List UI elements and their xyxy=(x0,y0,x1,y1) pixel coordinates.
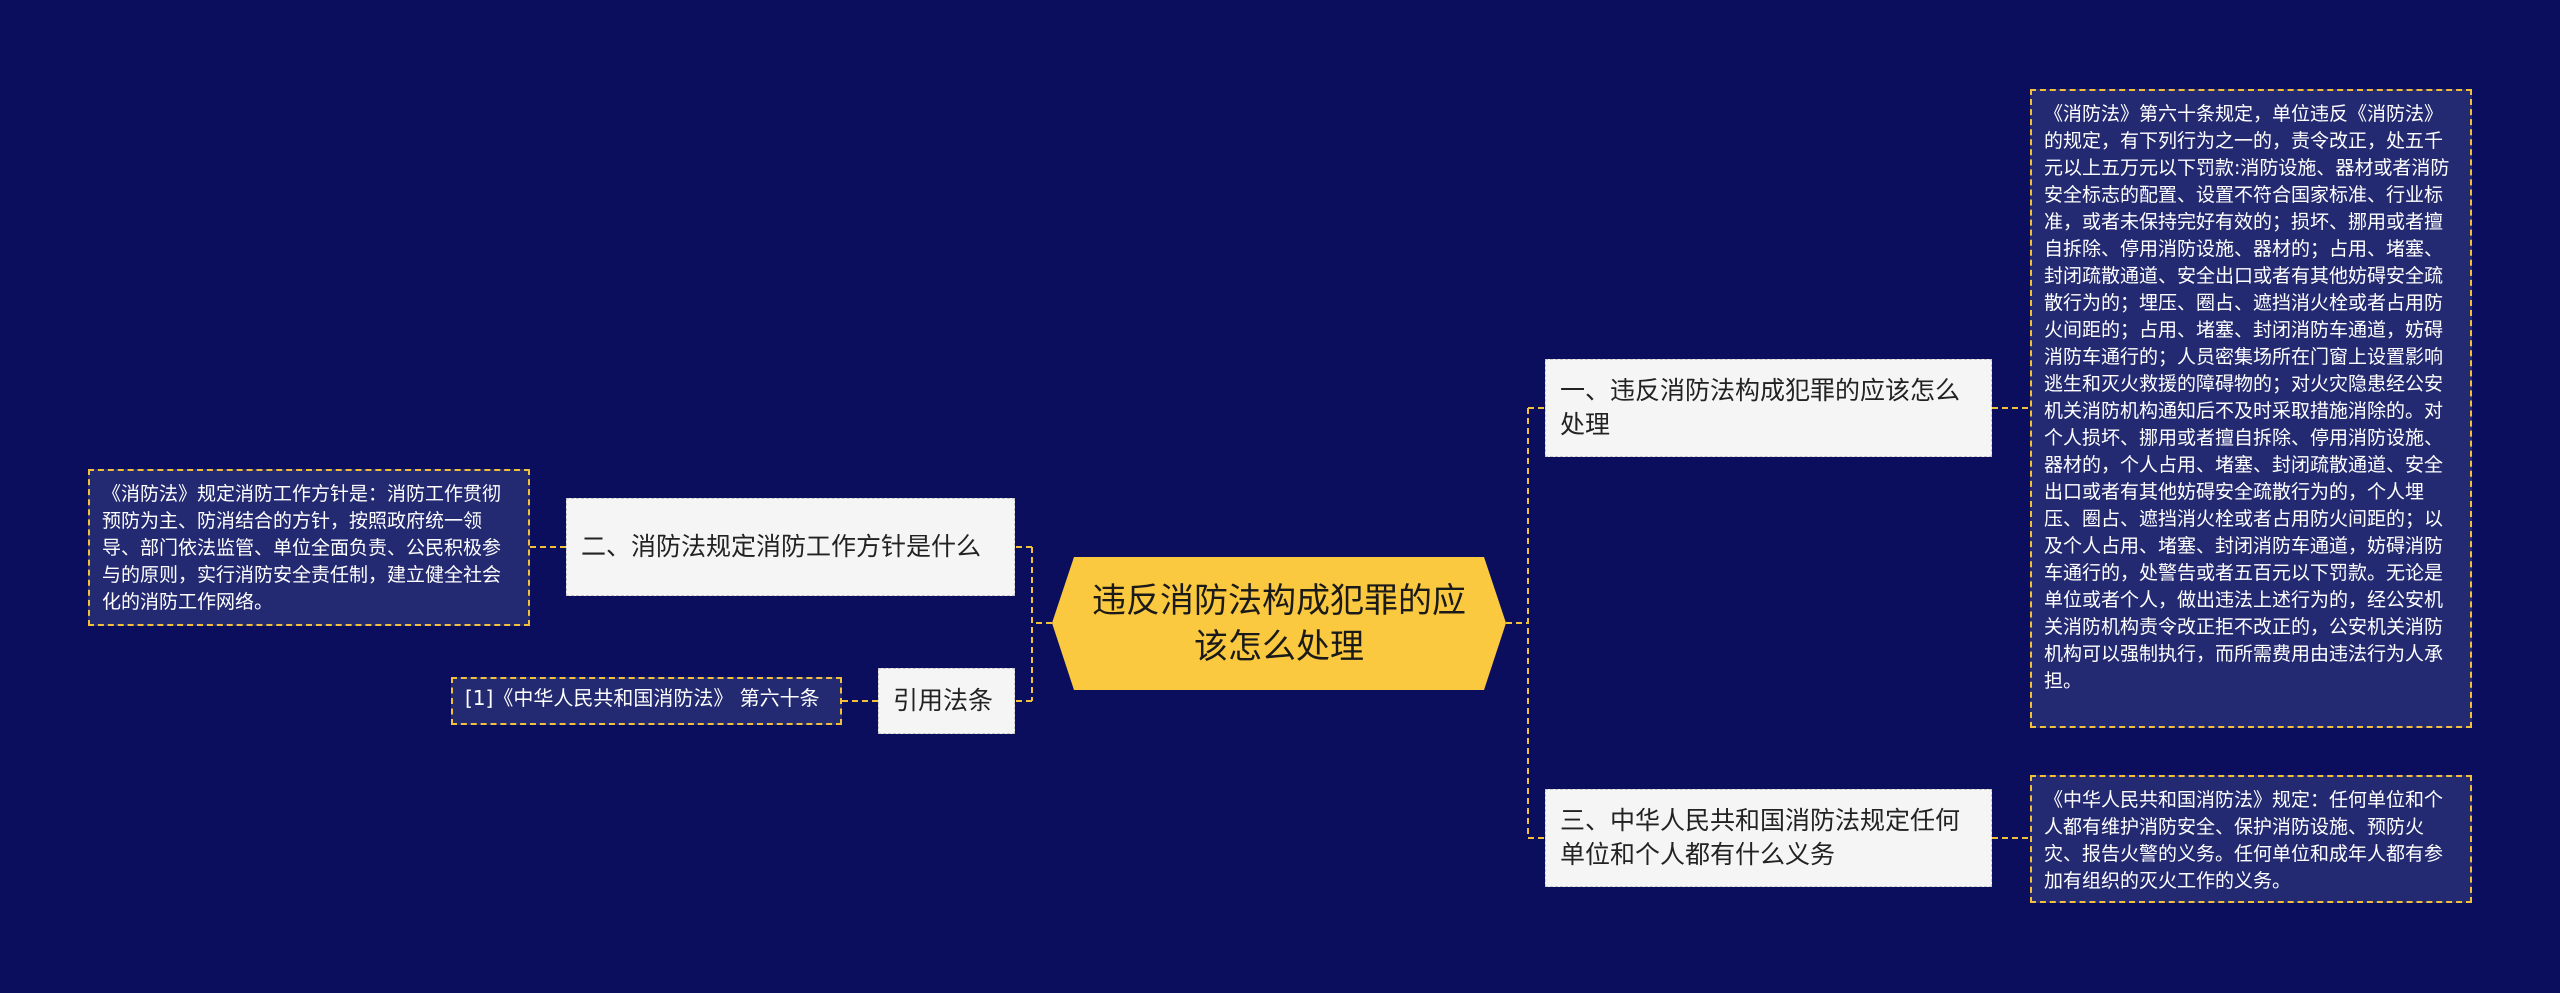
leaf-3-obligation-details[interactable]: 《中华人民共和国消防法》规定：任何单位和个人都有维护消防安全、保护消防设施、预防… xyxy=(2030,775,2472,903)
topic-2-policy[interactable]: 二、消防法规定消防工作方针是什么 xyxy=(566,498,1015,596)
leaf-1-article-60-details[interactable]: 《消防法》第六十条规定，单位违反《消防法》的规定，有下列行为之一的，责令改正，处… xyxy=(2030,89,2472,728)
leaf-2-policy-details[interactable]: 《消防法》规定消防工作方针是：消防工作贯彻预防为主、防消结合的方针，按照政府统一… xyxy=(88,469,530,626)
leaf-1-text: 《消防法》第六十条规定，单位违反《消防法》的规定，有下列行为之一的，责令改正，处… xyxy=(2044,103,2450,692)
topic-3-label: 三、中华人民共和国消防法规定任何单位和个人都有什么义务 xyxy=(1560,806,1961,869)
topic-4-label: 引用法条 xyxy=(893,686,994,715)
topic-2-label: 二、消防法规定消防工作方针是什么 xyxy=(581,532,982,561)
central-topic[interactable]: 违反消防法构成犯罪的应该怎么处理 xyxy=(1052,557,1506,690)
leaf-4-text: [1]《中华人民共和国消防法》 第六十条 xyxy=(465,686,820,710)
topic-4-citation[interactable]: 引用法条 xyxy=(878,668,1015,734)
topic-1-penalty[interactable]: 一、违反消防法构成犯罪的应该怎么处理 xyxy=(1545,359,1992,457)
leaf-4-citation-reference[interactable]: [1]《中华人民共和国消防法》 第六十条 xyxy=(451,677,842,725)
central-topic-label: 违反消防法构成犯罪的应该怎么处理 xyxy=(1092,580,1466,667)
leaf-3-text: 《中华人民共和国消防法》规定：任何单位和个人都有维护消防安全、保护消防设施、预防… xyxy=(2044,789,2444,892)
leaf-2-text: 《消防法》规定消防工作方针是：消防工作贯彻预防为主、防消结合的方针，按照政府统一… xyxy=(102,483,502,613)
topic-3-obligations[interactable]: 三、中华人民共和国消防法规定任何单位和个人都有什么义务 xyxy=(1545,789,1992,887)
topic-1-label: 一、违反消防法构成犯罪的应该怎么处理 xyxy=(1560,376,1961,439)
